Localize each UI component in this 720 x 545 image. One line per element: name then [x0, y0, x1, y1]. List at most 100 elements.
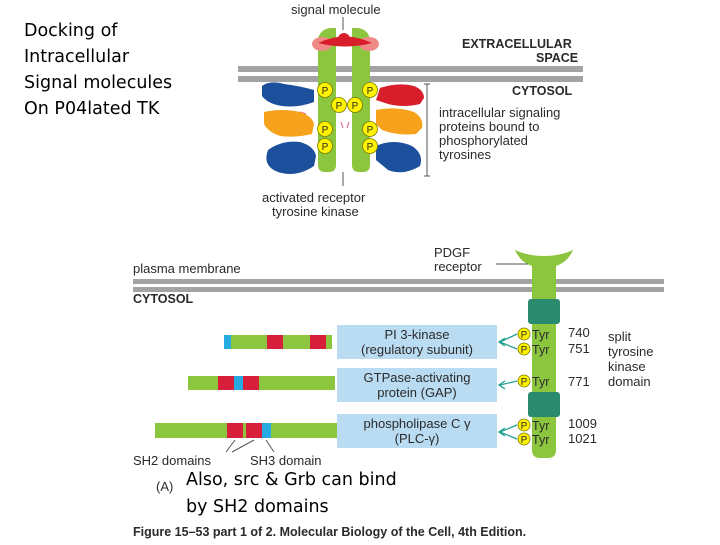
svg-text:P: P [367, 86, 374, 97]
phospho-circle: P [317, 121, 333, 137]
sh2-domain [310, 335, 326, 349]
label-plasma-membrane: plasma membrane [133, 261, 241, 276]
label-extracellular: EXTRACELLULAR [462, 37, 572, 51]
phospho-circle [517, 342, 531, 356]
top-panel: P P P P P P P P signal molecule EXTRACEL… [238, 2, 583, 219]
ptyr-740: P Tyr [517, 327, 549, 342]
residue-1009: 1009 [568, 416, 597, 431]
phospho-circle [517, 374, 531, 388]
bottom-panel: PI 3-kinase (regulatory subunit) GTPase-… [133, 245, 664, 539]
phospho-circle: P [331, 97, 347, 113]
binding-arrows [497, 333, 518, 440]
protein-label-gap: GTPase-activating protein (GAP) [337, 368, 497, 402]
svg-text:P: P [521, 377, 528, 388]
sh3-domain [262, 423, 271, 438]
pi3k-domain-bar [224, 335, 332, 349]
svg-text:Tyr: Tyr [532, 375, 549, 389]
adapter-proteins-right [376, 84, 424, 173]
label-signal-molecule: signal molecule [291, 2, 381, 17]
figure-caption: Figure 15–53 part 1 of 2. Molecular Biol… [133, 525, 526, 539]
ptyr-1021: P Tyr [517, 432, 549, 447]
svg-text:P: P [322, 125, 329, 136]
phospho-circle: P [347, 97, 363, 113]
svg-text:(PLC-γ): (PLC-γ) [395, 431, 440, 446]
phospho-circle: P [362, 121, 378, 137]
label-receptor-2: tyrosine kinase [272, 204, 359, 219]
signaling-bracket [424, 83, 430, 177]
adapter-proteins-left [262, 82, 316, 174]
phospho-circle: P [362, 138, 378, 154]
label-sh3-domain: SH3 domain [250, 453, 322, 468]
sh2-domain [246, 423, 262, 438]
sh3-domain [234, 376, 243, 390]
label-signaling-1: intracellular signaling [439, 105, 560, 120]
svg-text:P: P [521, 330, 528, 341]
label-space: SPACE [536, 51, 578, 65]
label-receptor-1: activated receptor [262, 190, 366, 205]
svg-text:PI 3-kinase: PI 3-kinase [384, 327, 449, 342]
pdgf-receptor [515, 250, 573, 458]
ptyr-1009: P Tyr [517, 418, 549, 433]
phosphate-group-top: P P P P P P P P [317, 82, 378, 154]
label-signaling-3: phosphorylated [439, 133, 528, 148]
svg-text:P: P [352, 101, 359, 112]
phospho-circle [517, 418, 531, 432]
svg-text:P: P [336, 101, 343, 112]
label-signaling-4: tyrosines [439, 147, 492, 162]
label-pdgf-1: PDGF [434, 245, 470, 260]
svg-text:P: P [521, 345, 528, 356]
phospho-circle [517, 327, 531, 341]
protein-label-plcg: phospholipase C γ (PLC-γ) [337, 414, 497, 448]
label-kinase-2: tyrosine [608, 344, 654, 359]
residue-751: 751 [568, 341, 590, 356]
sh3-domain [224, 335, 231, 349]
ptyr-751: P Tyr [517, 342, 549, 357]
signal-molecule-shape [312, 33, 379, 51]
svg-text:P: P [521, 421, 528, 432]
svg-text:(regulatory subunit): (regulatory subunit) [361, 342, 473, 357]
top-membrane-inner [238, 76, 583, 82]
label-kinase-3: kinase [608, 359, 646, 374]
svg-text:Tyr: Tyr [532, 343, 549, 357]
svg-text:Tyr: Tyr [532, 328, 549, 342]
label-pdgf-2: receptor [434, 259, 482, 274]
residue-740: 740 [568, 325, 590, 340]
svg-text:P: P [367, 125, 374, 136]
label-cytosol-bottom: CYTOSOL [133, 292, 194, 306]
phospho-circle [517, 432, 531, 446]
label-cytosol-top: CYTOSOL [512, 84, 573, 98]
bottom-membrane-outer [133, 279, 664, 284]
residue-771: 771 [568, 374, 590, 389]
domain-leaders [225, 439, 275, 453]
label-kinase-1: split [608, 329, 632, 344]
protein-label-pi3k: PI 3-kinase (regulatory subunit) [337, 325, 497, 359]
svg-text:Tyr: Tyr [532, 433, 549, 447]
phospho-circle: P [317, 82, 333, 98]
svg-text:protein (GAP): protein (GAP) [377, 385, 456, 400]
bottom-membrane-inner [133, 287, 664, 292]
plcg-domain-bar [155, 423, 337, 438]
gap-domain-bar [188, 376, 335, 390]
phospho-circle: P [317, 138, 333, 154]
ptyr-771: P Tyr [517, 374, 549, 389]
sh2-domain [218, 376, 234, 390]
panel-label-a: (A) [156, 479, 173, 494]
sh2-domain [243, 376, 259, 390]
slide-note: Also, src & Grb can bind by SH2 domains [186, 470, 397, 517]
label-sh2-domains: SH2 domains [133, 453, 212, 468]
svg-text:GTPase-activating: GTPase-activating [364, 370, 471, 385]
kinase-domain-lower [528, 392, 560, 417]
svg-text:phospholipase C γ: phospholipase C γ [364, 416, 471, 431]
residue-1021: 1021 [568, 431, 597, 446]
svg-text:P: P [521, 435, 528, 446]
label-kinase-4: domain [608, 374, 651, 389]
svg-text:Tyr: Tyr [532, 419, 549, 433]
sh2-domain [227, 423, 243, 438]
svg-text:P: P [322, 86, 329, 97]
phospho-circle: P [362, 82, 378, 98]
top-membrane-outer [238, 66, 583, 72]
sh2-domain [267, 335, 283, 349]
label-signaling-2: proteins bound to [439, 119, 539, 134]
